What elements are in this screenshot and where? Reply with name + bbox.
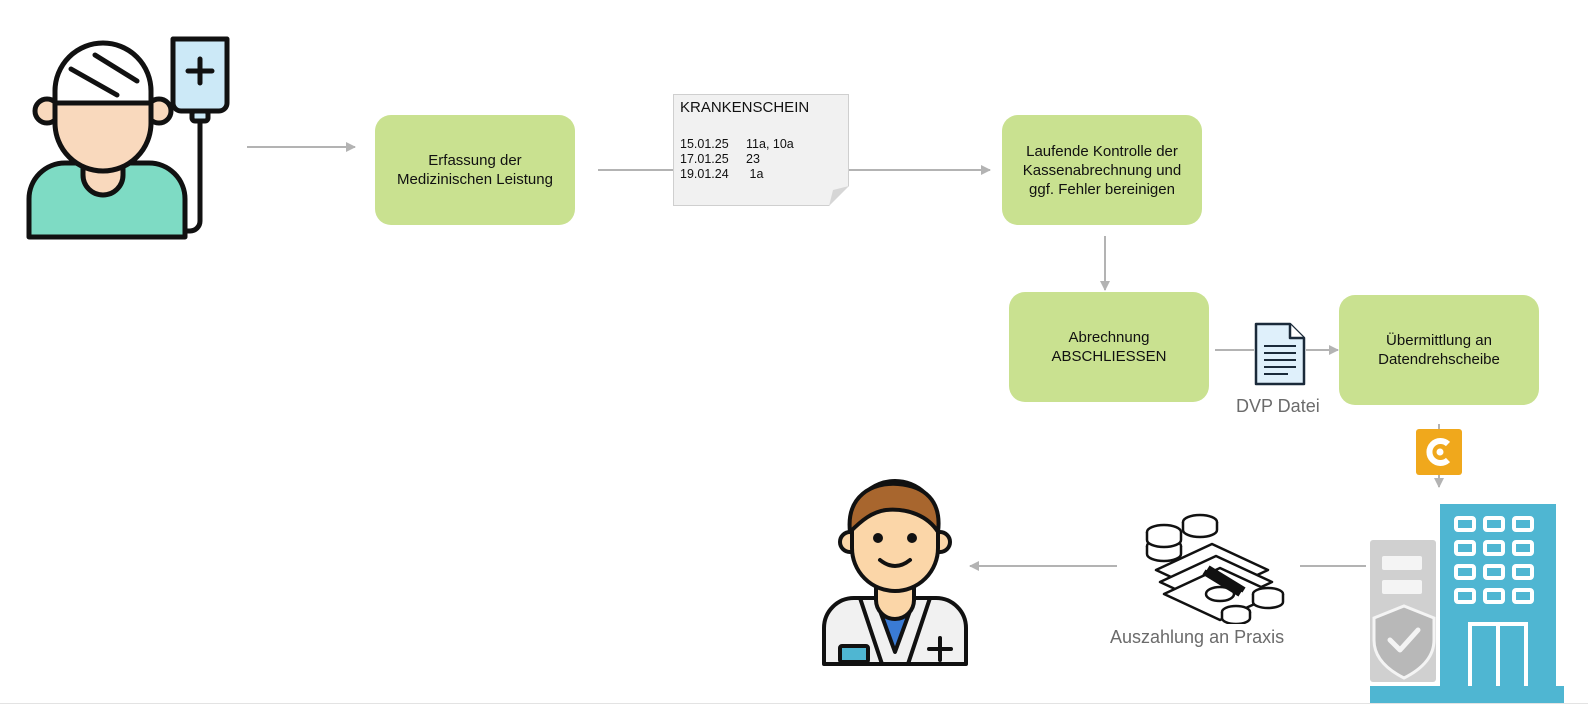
box-uebermittlung: Übermittlung an Datendrehscheibe (1339, 295, 1539, 405)
krankenschein-row: 15.01.25 11a, 10a (680, 137, 794, 151)
doctor-icon (822, 479, 968, 666)
krankenschein-row: 17.01.25 23 (680, 152, 760, 166)
document-file-icon (1254, 322, 1306, 386)
box-kontrolle-line-3: ggf. Fehler bereinigen (1029, 180, 1175, 198)
box-uebermittlung-line-1: Übermittlung an (1386, 332, 1492, 349)
box-kontrolle-line-1: Laufende Kontrolle der (1026, 142, 1178, 160)
box-uebermittlung-line-2: Datendrehscheibe (1378, 351, 1500, 368)
page-curl-icon (829, 186, 849, 206)
box-abrechnung-line-2: ABSCHLIESSEN (1051, 348, 1167, 365)
krankenschein-title: KRANKENSCHEIN (680, 99, 810, 116)
box-erfassung: Erfassung der Medizinischen Leistung (375, 115, 575, 225)
insurance-building-icon (1370, 504, 1564, 704)
box-abrechnung: Abrechnung ABSCHLIESSEN (1009, 292, 1209, 402)
money-stack-icon (1145, 513, 1285, 624)
patient-with-iv-drip-icon (26, 36, 230, 240)
datendrehscheibe-logo-icon (1416, 429, 1462, 475)
page-bottom-divider (0, 703, 1588, 704)
dvp-caption: DVP Datei (1236, 396, 1320, 416)
krankenschein-row: 19.01.24 1a (680, 167, 764, 181)
box-abrechnung-line-1: Abrechnung (1068, 329, 1150, 346)
box-erfassung-line-2: Medizinischen Leistung (397, 171, 553, 188)
auszahlung-caption: Auszahlung an Praxis (1110, 627, 1285, 647)
box-erfassung-line-1: Erfassung der (428, 152, 522, 169)
box-kontrolle: Laufende Kontrolle der Kassenabrechnung … (1002, 115, 1202, 225)
krankenschein-note: KRANKENSCHEIN 15.01.25 11a, 10a 17.01.25… (673, 94, 849, 206)
box-kontrolle-line-2: Kassenabrechnung und (1022, 161, 1182, 179)
